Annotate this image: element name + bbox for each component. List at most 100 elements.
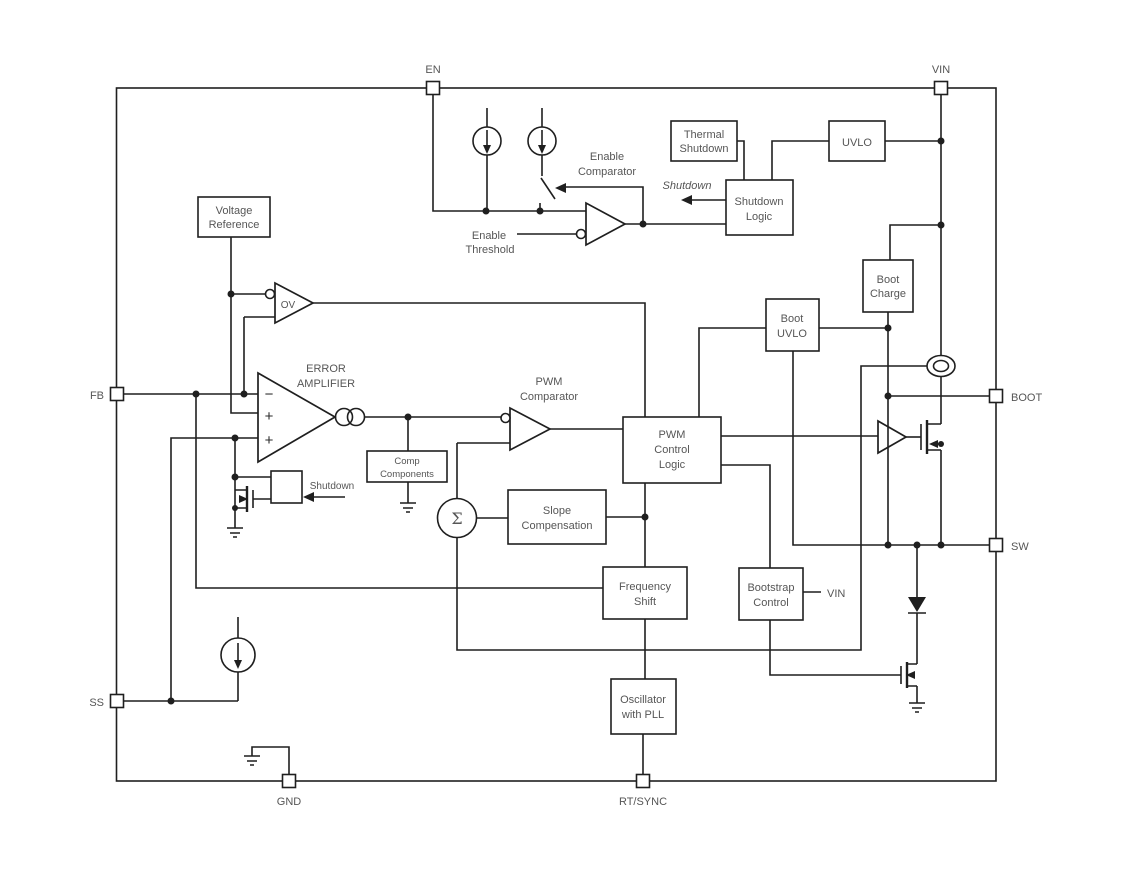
wire-bootstrap-gate <box>769 620 901 676</box>
wire-sense-to-sigma <box>456 365 927 651</box>
oscillator-box <box>610 678 677 735</box>
ls-fet-body-arrow <box>906 671 915 679</box>
pwm-comparator-label-1: PWM <box>536 376 563 388</box>
error-amplifier-label-2: AMPLIFIER <box>297 378 355 390</box>
sense-outer-ring <box>926 354 956 378</box>
current-source-arrowhead <box>483 145 491 154</box>
low-side-fet <box>900 662 918 703</box>
ea-plus-ref-sign: + <box>265 408 274 425</box>
junction-dot <box>937 541 945 549</box>
pin-sw: SW <box>988 537 1029 553</box>
pin-vin-square <box>933 80 949 96</box>
error-amplifier-triangle <box>257 371 337 464</box>
junction-dot <box>639 220 647 228</box>
junction-dot <box>536 207 544 215</box>
boot-uvlo-label-2: UVLO <box>777 328 807 340</box>
pin-boot: BOOT <box>988 388 1042 404</box>
pin-sw-square <box>988 537 1004 553</box>
thermal-shutdown-label-2: Shutdown <box>680 143 729 155</box>
pwm-inverting-bubble <box>500 412 511 424</box>
boot-charge-box <box>862 259 914 313</box>
junction-dot <box>232 505 238 511</box>
comp-components-box <box>366 450 448 483</box>
voltage-reference-label-1: Voltage <box>216 205 253 217</box>
pin-en-label: EN <box>425 64 440 76</box>
wire-slope-comp <box>477 483 646 567</box>
wire-ov-inputs <box>243 316 275 394</box>
thermal-shutdown-box <box>670 120 738 162</box>
frequency-shift-box <box>602 566 688 620</box>
shutdown-discharge-box <box>270 470 303 504</box>
summing-node: Σ <box>436 497 478 539</box>
shutdown-logic-label-2: Logic <box>746 211 773 223</box>
wire-uvlo-to-logic <box>771 140 829 180</box>
thermal-shutdown-label-1: Thermal <box>684 129 724 141</box>
pin-vin: VIN <box>932 64 950 96</box>
block-pwm-control-logic: PWM Control Logic <box>622 416 722 484</box>
block-shutdown-logic: Shutdown Logic <box>725 179 794 236</box>
current-sources: Σ <box>220 126 956 673</box>
junction-dot <box>231 473 239 481</box>
pin-fb-label: FB <box>90 390 104 402</box>
pwm-comparator-label-2: Comparator <box>520 391 578 403</box>
annotations: ERROR AMPLIFIER PWM Comparator Enable Co… <box>297 151 845 600</box>
enable-threshold-label-1: Enable <box>472 230 506 242</box>
enable-threshold-label-2: Threshold <box>466 244 515 256</box>
pin-vin-label: VIN <box>932 64 950 76</box>
wire-fb-freqshift <box>195 394 603 589</box>
junction-dot <box>938 441 944 447</box>
junction-dot <box>884 392 892 400</box>
block-uvlo: UVLO <box>828 120 886 162</box>
bootstrap-control-box <box>738 567 804 621</box>
oscillator-label-2: with PLL <box>621 709 664 721</box>
hs-fet-wires <box>920 423 942 545</box>
pins: EN VIN FB SS BOOT SW GND RT/SYNC <box>89 64 1042 808</box>
bootstrap-vin-label: VIN <box>827 588 845 600</box>
ea-plus-ss-sign: + <box>265 432 274 449</box>
pin-gnd-label: GND <box>277 796 302 808</box>
current-source-ss <box>220 637 256 673</box>
block-frequency-shift: Frequency Shift <box>602 566 688 620</box>
junction-dot <box>231 434 239 442</box>
block-bootstrap-control: Bootstrap Control <box>738 567 804 621</box>
pin-en-square <box>425 80 441 96</box>
bootstrap-control-label-1: Bootstrap <box>747 582 794 594</box>
oscillator-label-1: Oscillator <box>620 694 666 706</box>
shutdown-top-arrowhead <box>681 195 692 205</box>
block-comp-components: Comp Components <box>366 450 448 483</box>
comp-components-label-2: Components <box>380 469 434 480</box>
pin-fb-square <box>109 386 125 402</box>
voltage-reference-label-2: Reference <box>209 219 260 231</box>
enable-comparator-inverting-bubble <box>575 228 587 240</box>
junction-dots <box>167 137 945 705</box>
shutdown-signal-ea-label: Shutdown <box>310 481 354 492</box>
junction-dot <box>913 541 921 549</box>
power-devices <box>239 420 942 703</box>
frequency-shift-label-2: Shift <box>634 596 656 608</box>
error-amplifier-label-1: ERROR <box>306 363 346 375</box>
gm-symbol-circle-1 <box>334 407 354 427</box>
junction-dot <box>937 221 945 229</box>
pin-boot-label: BOOT <box>1011 392 1042 404</box>
current-source-arrowhead <box>538 145 546 154</box>
junction-dot <box>240 390 248 398</box>
junction-dot <box>167 697 175 705</box>
enable-comparator-label-1: Enable <box>590 151 624 163</box>
boot-charge-label-1: Boot <box>877 274 900 286</box>
junction-dot <box>884 541 892 549</box>
junction-dot <box>227 290 235 298</box>
junction-dot <box>884 324 892 332</box>
current-sense-element <box>926 354 956 378</box>
pwm-comparator-triangle <box>509 406 552 452</box>
shutdown-ea-arrowhead <box>303 492 314 502</box>
wire-en-branch <box>432 95 586 212</box>
uvlo-label: UVLO <box>842 137 872 149</box>
shutdown-discharge-fet <box>239 486 254 512</box>
comp-components-label-1: Comp <box>394 456 419 467</box>
block-boot-uvlo: Boot UVLO <box>765 298 820 352</box>
boot-uvlo-box <box>765 298 820 352</box>
gate-driver-triangle <box>877 419 908 455</box>
enable-feedback-arrowhead <box>555 183 566 193</box>
